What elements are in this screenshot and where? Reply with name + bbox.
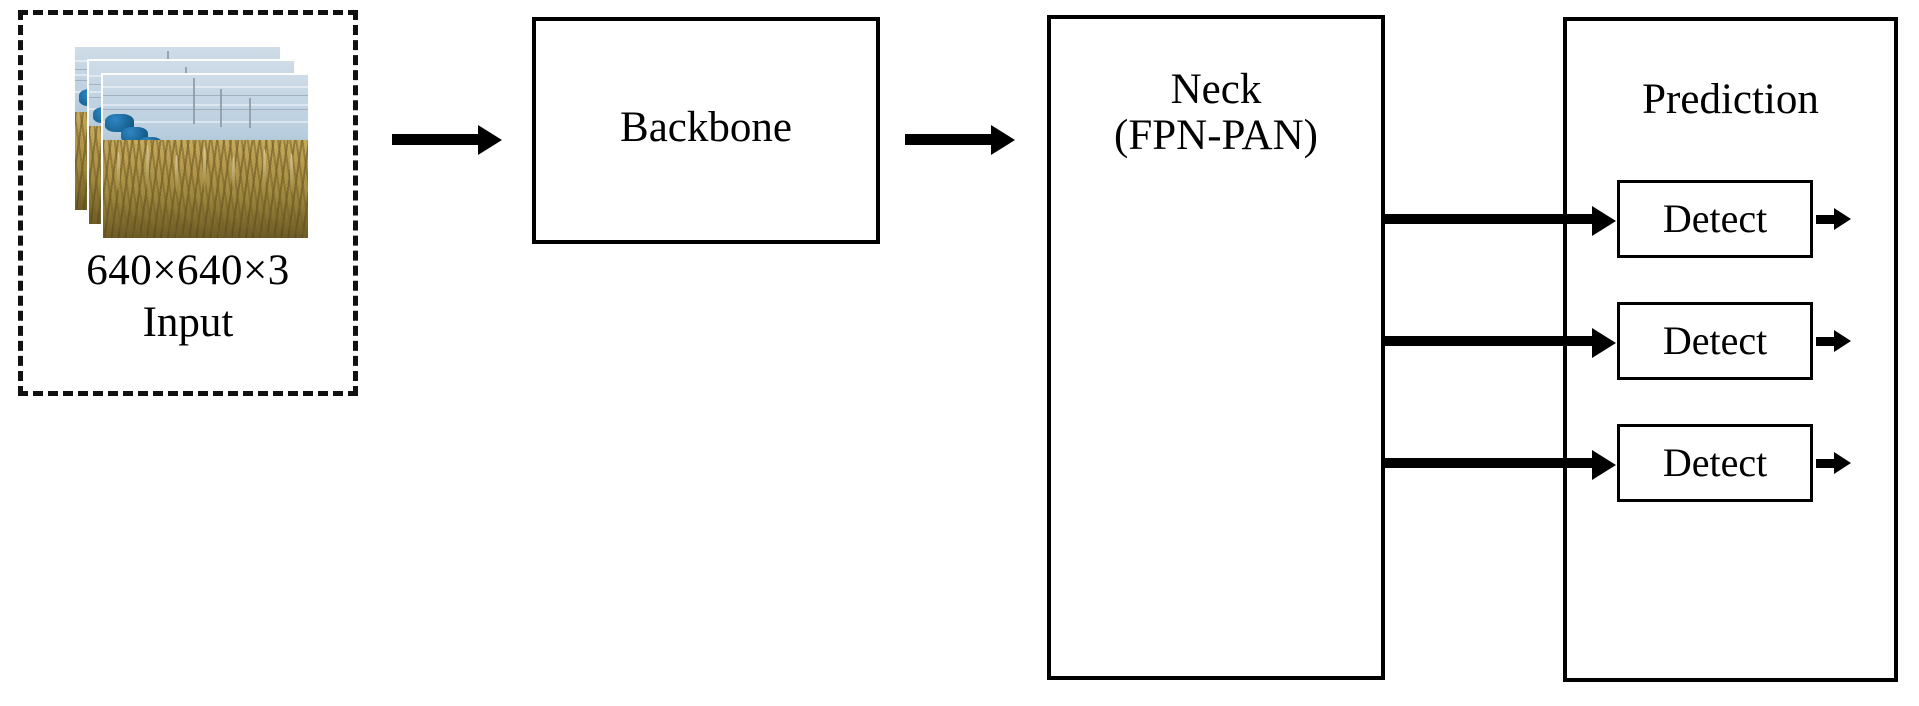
backbone-box: Backbone xyxy=(532,17,880,244)
input-dimensions-label: 640×640×3 xyxy=(86,247,290,294)
neck-label-line2: (FPN-PAN) xyxy=(1114,112,1318,160)
arrow-detect-2-output-head xyxy=(1834,330,1851,352)
neck-box: Neck (FPN-PAN) xyxy=(1047,15,1385,680)
input-group-dashed-border xyxy=(18,10,358,396)
arrow-backbone-to-neck-head xyxy=(991,125,1015,155)
neck-label: Neck (FPN-PAN) xyxy=(1051,66,1381,160)
detect-label-2: Detect xyxy=(1662,318,1768,363)
arrow-detect-1-output-head xyxy=(1834,208,1851,230)
arrow-input-to-backbone-head xyxy=(478,125,502,155)
input-image-front xyxy=(101,73,310,240)
arrow-backbone-to-neck-shaft xyxy=(905,134,995,145)
arrow-neck-to-detect-1-head xyxy=(1592,206,1616,236)
detect-box-1: Detect xyxy=(1617,180,1813,258)
detect-label-3: Detect xyxy=(1662,440,1768,485)
field-region xyxy=(103,140,308,238)
arrow-detect-3-output-shaft xyxy=(1816,459,1838,468)
arrow-neck-to-detect-3-head xyxy=(1592,450,1616,480)
input-image-stack xyxy=(73,45,323,255)
detect-box-3: Detect xyxy=(1617,424,1813,502)
neck-label-line1: Neck xyxy=(1170,66,1262,113)
arrow-neck-to-detect-1-shaft xyxy=(1385,214,1597,224)
arrow-detect-1-output-shaft xyxy=(1816,215,1838,224)
arrow-neck-to-detect-3-shaft xyxy=(1385,458,1597,468)
arrow-detect-2-output-shaft xyxy=(1816,337,1838,346)
input-stage-label: Input xyxy=(142,299,234,346)
prediction-label: Prediction xyxy=(1642,76,1819,123)
detect-box-2: Detect xyxy=(1617,302,1813,380)
arrow-input-to-backbone-shaft xyxy=(392,134,482,145)
arrow-neck-to-detect-2-head xyxy=(1592,328,1616,358)
arrow-neck-to-detect-2-shaft xyxy=(1385,336,1597,346)
arrow-detect-3-output-head xyxy=(1834,452,1851,474)
sky-region xyxy=(103,75,308,147)
detect-label-1: Detect xyxy=(1662,196,1768,241)
backbone-label: Backbone xyxy=(620,104,792,151)
